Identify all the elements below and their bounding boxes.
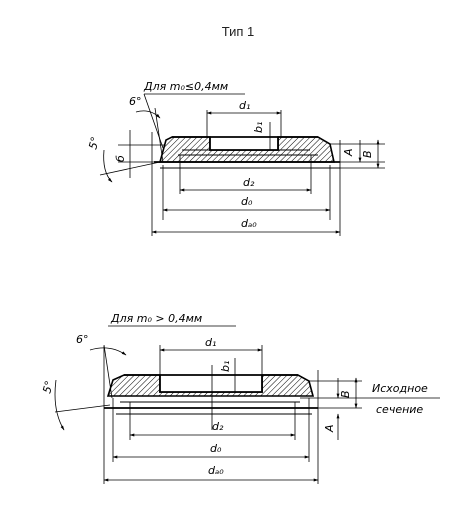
top-B-label: B	[361, 150, 374, 158]
bottom-B-label: B	[339, 390, 352, 398]
top-d1-label: d₁	[239, 99, 250, 112]
top-b1-label: b₁	[252, 122, 265, 133]
bottom-da0-label: dₐ₀	[208, 464, 224, 477]
bottom-d2-label: d₂	[212, 420, 224, 433]
top-angle-6-label: 6°	[129, 95, 142, 108]
bottom-angle-5-label: 5°	[40, 379, 56, 394]
top-d0-label: d₀	[241, 195, 253, 208]
top-drawing: Для m₀≤0,4мм d₁ b₁ d₂ d₀	[86, 80, 385, 236]
top-angle-6-arc	[135, 110, 161, 119]
top-d2-label: d₂	[243, 176, 255, 189]
top-note-leader	[143, 93, 164, 149]
bottom-d1-label: d₁	[205, 336, 216, 349]
bottom-ref-label-2: сечение	[376, 403, 423, 416]
bottom-b1-label: b₁	[219, 361, 232, 372]
top-angle-5-label: 5°	[86, 135, 102, 150]
bottom-angle-5-arc	[54, 379, 65, 431]
page-title: Тип 1	[221, 24, 255, 39]
top-note: Для m₀≤0,4мм	[143, 80, 228, 93]
bottom-d0-label: d₀	[210, 442, 222, 455]
bottom-angle-6-label: 6°	[76, 333, 89, 346]
top-A-label: A	[342, 148, 355, 157]
bottom-drawing: Для m₀ > 0,4мм Исходное сечение d₁ b₁	[40, 312, 440, 484]
top-b-label: б	[114, 155, 127, 162]
top-angle-5-arc	[103, 149, 113, 183]
bottom-note: Для m₀ > 0,4мм	[110, 312, 202, 325]
bottom-ref-label-1: Исходное	[372, 382, 428, 395]
bottom-angle-6-arc	[89, 347, 127, 356]
bottom-A-label: A	[323, 424, 336, 433]
top-da0-label: dₐ₀	[241, 217, 257, 230]
